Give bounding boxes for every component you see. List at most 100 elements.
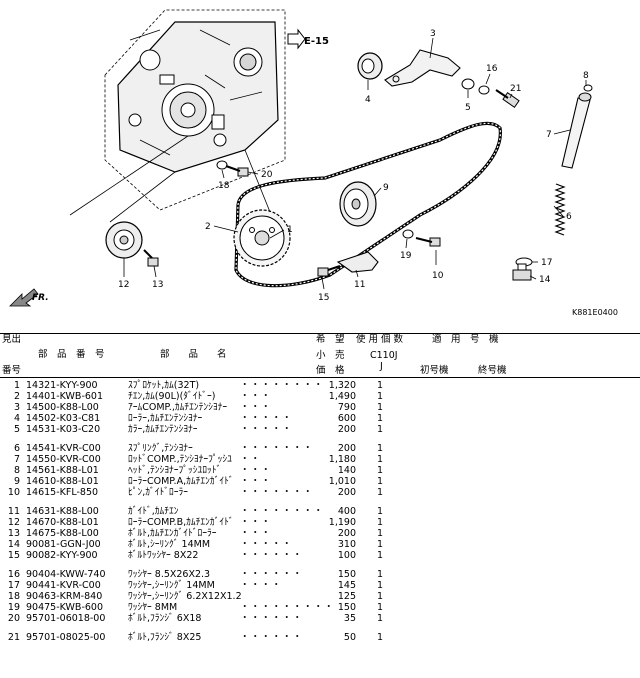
part-price: 1,190 — [328, 517, 356, 528]
part-quantity: 1 — [376, 602, 384, 613]
leader-dots: ・・・・・・・・・ — [240, 602, 335, 613]
leader-dots: ・・・ — [240, 528, 272, 539]
part-index: 12 — [7, 517, 20, 528]
callout-2: 2 — [205, 222, 211, 232]
part-price: 200 — [337, 443, 356, 454]
callout-17: 17 — [541, 258, 552, 268]
cam-chain — [234, 121, 502, 288]
leader-dots: ・・・・・・ — [240, 550, 304, 561]
leader-dots: ・・・・・ — [240, 413, 293, 424]
callout-15: 15 — [318, 293, 329, 303]
header-desired: 希 望 — [316, 334, 345, 345]
sealing-bolt-14 — [512, 263, 532, 281]
part-name: ﾜｯｼﾔｰ,ｼｰﾘﾝｸﾞ 6.2X12X1.2 — [128, 591, 242, 602]
part-index: 17 — [7, 580, 20, 591]
part-price: 140 — [337, 465, 356, 476]
part-number: 14561-K88-L01 — [26, 465, 99, 476]
part-index: 14 — [7, 539, 20, 550]
part-number: 14675-K88-L00 — [26, 528, 99, 539]
part-quantity: 1 — [376, 613, 384, 624]
part-quantity: 1 — [376, 506, 384, 517]
part-name: ｽﾌﾟﾛｹｯﾄ,ｶﾑ(32T) — [128, 380, 200, 391]
part-name: ﾛｰﾗｰCOMP.A,ｶﾑﾁｴﾝｶﾞｲﾄﾞ — [128, 476, 234, 487]
part-quantity: 1 — [376, 424, 384, 435]
part-number: 14670-K88-L01 — [26, 517, 99, 528]
header-model-suffix: J — [380, 361, 383, 372]
part-quantity: 1 — [376, 413, 384, 424]
callout-13: 13 — [152, 280, 163, 290]
tensioner-arm — [384, 49, 461, 87]
part-number: 14401-KWB-601 — [26, 391, 104, 402]
part-price: 790 — [337, 402, 356, 413]
part-number: 90081-GGN-J00 — [26, 539, 101, 550]
part-price: 1,180 — [328, 454, 356, 465]
callout-1: 1 — [287, 225, 293, 235]
header-top-rule — [0, 333, 640, 334]
callout-5: 5 — [465, 103, 471, 113]
reference-arrow-icon — [287, 28, 306, 50]
part-quantity: 1 — [376, 569, 384, 580]
part-number: 14610-K88-L01 — [26, 476, 99, 487]
part-quantity: 1 — [376, 632, 384, 643]
part-index: 19 — [7, 602, 20, 613]
washer-16 — [478, 85, 490, 95]
callout-11: 11 — [354, 280, 365, 290]
callout-20: 20 — [261, 170, 273, 180]
part-quantity: 1 — [376, 539, 384, 550]
callout-16: 16 — [486, 64, 498, 74]
callout-19: 19 — [400, 251, 412, 261]
part-number: 14500-K88-L00 — [26, 402, 99, 413]
part-number: 14531-K03-C20 — [26, 424, 101, 435]
part-name: ｱｰﾑCOMP.,ｶﾑﾁｴﾝﾃﾝｼﾖﾅｰ — [128, 402, 228, 413]
callout-8: 8 — [583, 71, 589, 81]
part-number: 14615-KFL-850 — [26, 487, 99, 498]
part-price: 125 — [337, 591, 356, 602]
part-price: 200 — [337, 528, 356, 539]
part-index: 6 — [13, 443, 20, 454]
part-name: ﾛｯﾄﾞCOMP.,ﾃﾝｼﾖﾅｰﾌﾟｯｼﾕ — [128, 454, 232, 465]
leader-dots: ・・・ — [240, 391, 272, 402]
part-name: ﾎﾞﾙﾄ,ｶﾑﾁｴﾝｶﾞｲﾄﾞﾛｰﾗｰ — [128, 528, 217, 539]
leader-dots: ・・・ — [240, 517, 272, 528]
part-quantity: 1 — [376, 528, 384, 539]
collar — [461, 78, 475, 90]
part-quantity: 1 — [376, 391, 384, 402]
callout-14: 14 — [539, 275, 551, 285]
leader-dots: ・・ — [240, 454, 262, 465]
part-index: 10 — [7, 487, 20, 498]
part-name: ﾜｯｼﾔｰ 8MM — [128, 602, 178, 613]
part-index: 15 — [7, 550, 20, 561]
part-name: ﾎﾞﾙﾄ,ｼｰﾘﾝｸﾞ 14MM — [128, 539, 211, 550]
callout-6: 6 — [566, 212, 572, 222]
part-number: 90441-KVR-C00 — [26, 580, 101, 591]
part-number: 14550-KVR-C00 — [26, 454, 101, 465]
part-price: 1,010 — [328, 476, 356, 487]
part-price: 200 — [337, 424, 356, 435]
part-price: 150 — [337, 602, 356, 613]
part-index: 3 — [13, 402, 20, 413]
part-quantity: 1 — [376, 476, 384, 487]
part-name: ﾎﾞﾙﾄﾜｯｼﾔｰ 8X22 — [128, 550, 199, 561]
part-number: 14502-K03-C81 — [26, 413, 101, 424]
part-name: ﾎﾞﾙﾄ,ﾌﾗﾝｼﾞ 8X25 — [128, 632, 202, 643]
leader-dots: ・・・ — [240, 465, 272, 476]
bolt-21 — [495, 89, 520, 108]
part-price: 200 — [337, 487, 356, 498]
part-name: ｶﾗｰ,ｶﾑﾁｴﾝﾃﾝｼﾖﾅｰ — [128, 424, 198, 435]
leader-dots: ・・・ — [240, 402, 272, 413]
part-price: 600 — [337, 413, 356, 424]
part-index: 8 — [13, 465, 20, 476]
part-price: 35 — [343, 613, 356, 624]
leader-dots: ・・・・・・ — [240, 632, 304, 643]
part-number: 90463-KRM-840 — [26, 591, 103, 602]
